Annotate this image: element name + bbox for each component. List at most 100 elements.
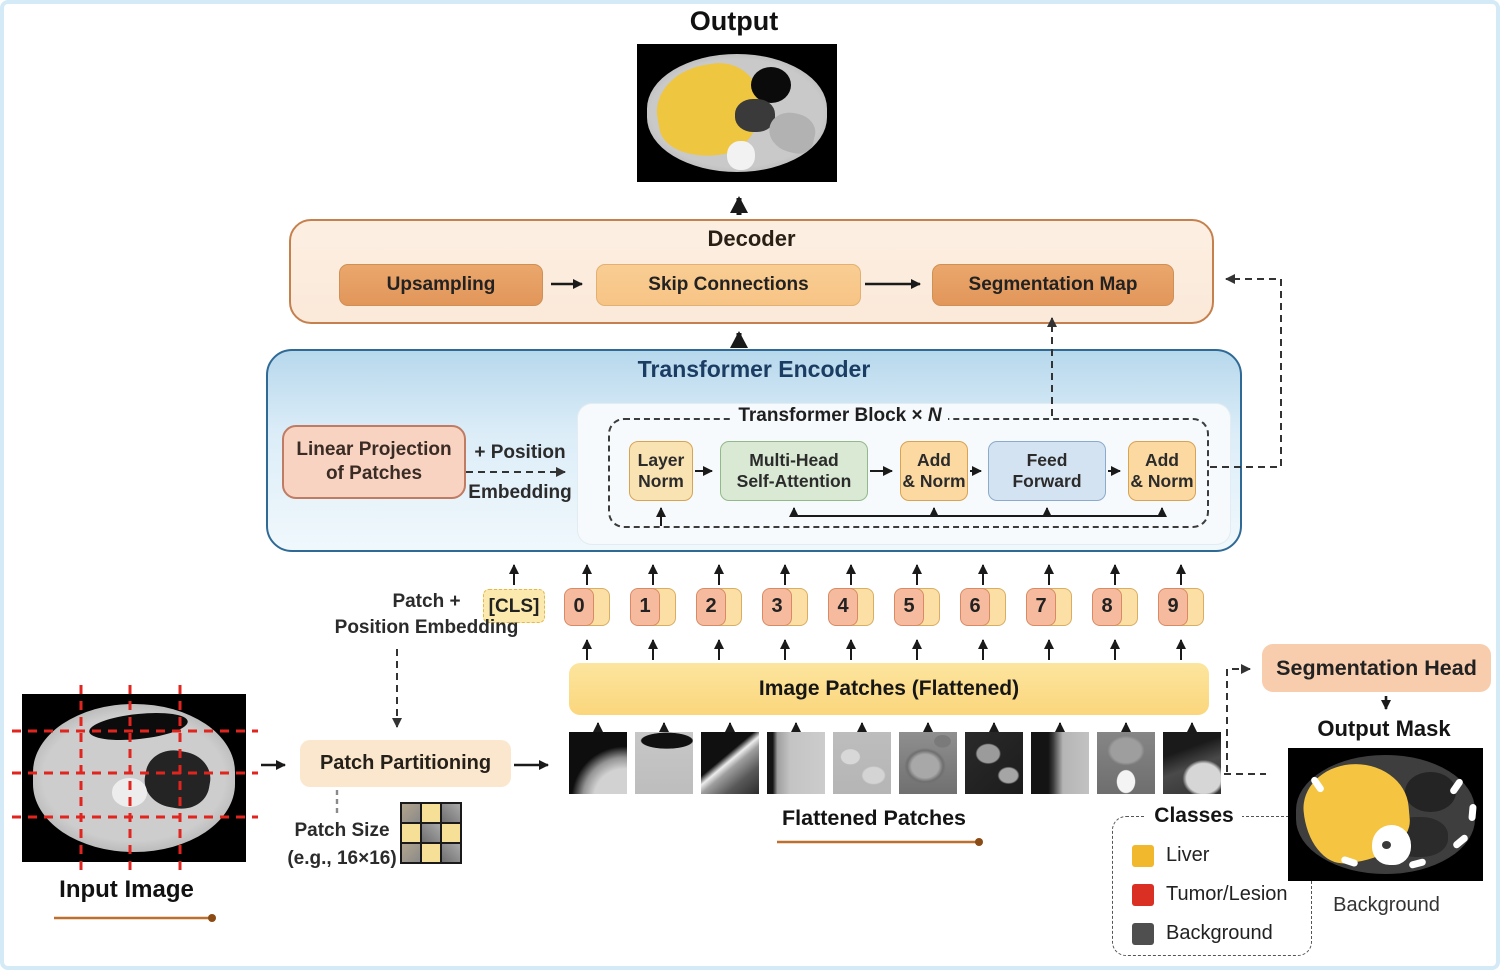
linear-projection-line2: of Patches	[325, 463, 423, 484]
token-7: 7	[1026, 588, 1072, 626]
grid-cell-image	[402, 804, 420, 822]
add-norm-2-box: Add & Norm	[1128, 441, 1196, 501]
grid-cell-image	[402, 844, 420, 862]
self-attention-box: Multi-Head Self-Attention	[720, 441, 868, 501]
patch-size-note: Patch Size (e.g., 16×16)	[276, 817, 408, 873]
flattened-patch-row	[4, 4, 1496, 966]
patch-size-line1: Patch Size	[294, 820, 390, 841]
token-1: 1	[630, 588, 676, 626]
add-norm-1-line1: Add	[916, 450, 952, 470]
self-attention-line2: Self-Attention	[736, 471, 852, 491]
liver-label: Liver	[1166, 844, 1210, 866]
token-0: 0	[564, 588, 610, 626]
transformer-encoder-title: Transformer Encoder	[637, 356, 871, 382]
grid-cell-yellow	[442, 824, 460, 842]
output-mask-title: Output Mask	[1317, 716, 1451, 741]
linear-projection-line1: Linear Projection	[296, 439, 452, 460]
feed-forward-line2: Forward	[1012, 471, 1082, 491]
flattened-patch-1	[635, 732, 693, 794]
classes-legend-title: Classes	[1146, 804, 1242, 828]
token-label: 3	[762, 588, 792, 626]
grid-cell-yellow	[402, 824, 420, 842]
token-2: 2	[696, 588, 742, 626]
image-patches-bar: Image Patches (Flattened)	[569, 663, 1209, 715]
add-norm-2-line1: Add	[1144, 450, 1180, 470]
flattened-patch-4	[833, 732, 891, 794]
token-3: 3	[762, 588, 808, 626]
position-embedding-line1: + Position	[474, 442, 566, 463]
mask-dark-region	[1405, 771, 1456, 812]
background-swatch	[1132, 923, 1154, 945]
token-label: 7	[1026, 588, 1056, 626]
token-8: 8	[1092, 588, 1138, 626]
token-6: 6	[960, 588, 1006, 626]
patch-partitioning-box: Patch Partitioning	[300, 740, 511, 787]
spine-region	[111, 778, 148, 807]
patch-size-line2: (e.g., 16×16)	[287, 848, 397, 869]
tumor-label: Tumor/Lesion	[1166, 883, 1288, 905]
transformer-block-label: Transformer Block × N	[732, 405, 948, 427]
token-label: 5	[894, 588, 924, 626]
note-line2: Position Embedding	[334, 617, 519, 638]
input-image-caption: Input Image	[59, 876, 194, 903]
flattened-patch-5	[899, 732, 957, 794]
grid-cell-image	[442, 844, 460, 862]
output-title: Output	[689, 6, 779, 36]
vertebra-notch	[1381, 841, 1391, 850]
aorta-dot	[1385, 811, 1399, 825]
spine-region	[727, 140, 755, 170]
layer-norm-line2: Norm	[638, 471, 684, 491]
grid-cell-yellow	[422, 844, 440, 862]
token-label: 9	[1158, 588, 1188, 626]
token-9: 9	[1158, 588, 1204, 626]
token-label: 1	[630, 588, 660, 626]
grid-cell-yellow	[422, 804, 440, 822]
self-attention-line1: Multi-Head	[749, 450, 839, 470]
patch-position-embedding-note: Patch + Position Embedding	[334, 589, 519, 641]
segmentation-head-box: Segmentation Head	[1262, 644, 1491, 692]
token-label: 2	[696, 588, 726, 626]
flattened-patch-8	[1097, 732, 1155, 794]
linear-projection-box: Linear Projection of Patches	[282, 425, 466, 499]
output-ct-image	[637, 44, 837, 182]
output-mask-image	[1288, 748, 1483, 881]
flattened-patch-3	[767, 732, 825, 794]
flattened-patch-2	[701, 732, 759, 794]
flattened-patch-7	[1031, 732, 1089, 794]
background-label: Background	[1166, 922, 1273, 944]
add-norm-1-box: Add & Norm	[900, 441, 968, 501]
skin-marker-dash	[1467, 803, 1477, 822]
feed-forward-box: Feed Forward	[988, 441, 1106, 501]
tumor-swatch	[1132, 884, 1154, 906]
token-label: 8	[1092, 588, 1122, 626]
transformer-block-repeat-n: N	[927, 405, 942, 426]
transformer-block-label-text: Transformer Block ×	[738, 405, 923, 426]
position-embedding-line2: Embedding	[468, 482, 572, 503]
note-line1: Patch +	[392, 591, 461, 612]
flattened-patch-6	[965, 732, 1023, 794]
token-5: 5	[894, 588, 940, 626]
input-ct-image	[22, 694, 246, 862]
token-4: 4	[828, 588, 874, 626]
flattened-patches-caption: Flattened Patches	[782, 806, 966, 830]
segmentation-map-box: Segmentation Map	[932, 264, 1174, 306]
grid-cell-image	[442, 804, 460, 822]
token-label: 0	[564, 588, 594, 626]
add-norm-2-line2: & Norm	[1130, 471, 1194, 491]
token-label: 4	[828, 588, 858, 626]
feed-forward-line1: Feed	[1026, 450, 1068, 470]
add-norm-1-line2: & Norm	[902, 471, 966, 491]
decoder-title: Decoder	[707, 226, 796, 251]
flattened-patch-9	[1163, 732, 1221, 794]
flattened-patch-0	[569, 732, 627, 794]
grid-cell-image	[422, 824, 440, 842]
cls-token: [CLS]	[483, 589, 545, 623]
stomach-region	[751, 67, 791, 104]
liver-swatch	[1132, 845, 1154, 867]
token-label: 6	[960, 588, 990, 626]
vertebra	[1371, 825, 1411, 866]
skip-connections-box: Skip Connections	[596, 264, 861, 306]
background-caption: Background	[1333, 894, 1440, 916]
